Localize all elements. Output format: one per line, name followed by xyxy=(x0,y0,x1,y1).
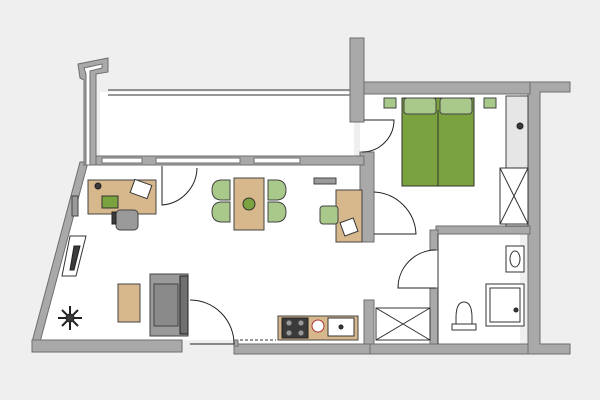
table-centerpiece xyxy=(242,197,256,211)
chair-right-1 xyxy=(267,179,287,201)
nightstand-right xyxy=(483,97,497,109)
doors xyxy=(161,119,437,345)
door-bedroom xyxy=(373,191,417,235)
chair-left-2 xyxy=(211,201,231,223)
chair-right-2 xyxy=(267,201,287,223)
tv-screen xyxy=(69,245,81,271)
door-entrance xyxy=(189,299,235,345)
coffee-table xyxy=(117,283,141,323)
laptop-right xyxy=(339,217,359,237)
office-desk-right xyxy=(313,177,363,243)
wall-bathroom-left xyxy=(429,229,439,251)
office-chair-left xyxy=(115,209,139,231)
wall-bathroom-left-2 xyxy=(429,287,439,345)
wall-top-bedroom xyxy=(361,81,531,95)
wall-bottom-left xyxy=(31,339,183,353)
wall-shelf xyxy=(71,195,79,217)
wall-bedroom-bottom xyxy=(435,225,531,235)
wall-right xyxy=(527,81,571,355)
chair-left-1 xyxy=(211,179,231,201)
window-2 xyxy=(155,157,241,164)
kitchenette xyxy=(240,315,359,341)
window-3 xyxy=(253,157,301,164)
wall-kitchen-left xyxy=(233,339,239,347)
monitor-left xyxy=(101,195,119,209)
wall-corner-inner xyxy=(83,63,103,166)
window-1 xyxy=(101,157,143,164)
dining-area xyxy=(211,177,287,231)
sofa-back xyxy=(179,275,189,335)
desk-lamp-icon xyxy=(94,182,102,190)
balcony xyxy=(108,89,352,96)
wall-stub xyxy=(363,299,375,345)
stove-icon xyxy=(281,317,309,339)
sofa-seat xyxy=(153,283,179,327)
pillow-right xyxy=(439,97,473,115)
lounge-area xyxy=(117,273,189,337)
plant-icon xyxy=(58,306,82,330)
office-chair-left-arm xyxy=(111,211,117,225)
toilet-icon xyxy=(455,301,473,327)
office-desk-area xyxy=(87,178,157,231)
closet-entrance xyxy=(375,307,431,341)
shelf-small xyxy=(313,177,337,185)
nightstand-left xyxy=(383,97,397,109)
office-chair-right xyxy=(319,205,339,225)
door-hall-top xyxy=(361,119,395,153)
floor-balcony xyxy=(100,92,354,156)
bedroom xyxy=(383,95,529,227)
wardrobe-lamp xyxy=(516,122,524,130)
wall-bottom-mid xyxy=(233,343,371,355)
kitchen-round-sink xyxy=(311,319,325,333)
tv-area xyxy=(61,195,87,277)
door-balcony xyxy=(161,166,198,206)
door-bathroom xyxy=(397,249,437,289)
wall-vertical-top xyxy=(349,37,365,123)
bathroom xyxy=(437,234,525,344)
pillow-left xyxy=(403,97,437,115)
laptop-left xyxy=(129,178,153,200)
